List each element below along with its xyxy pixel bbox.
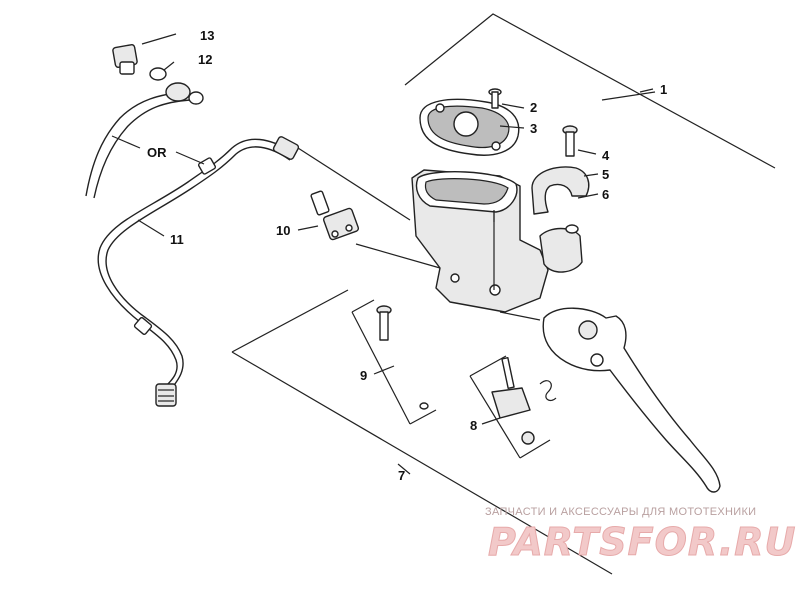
- master-cylinder-body: [411, 169, 549, 313]
- callout-11: 11: [170, 232, 184, 247]
- clamp-screw: [562, 125, 578, 157]
- clamp-perch: [539, 224, 583, 273]
- callout-10: 10: [276, 223, 290, 238]
- brake-lever: [542, 307, 721, 493]
- watermark-logo: PARTSFOR.RU: [487, 520, 797, 565]
- banjo-bolt: [112, 44, 138, 75]
- washer-lower: [188, 91, 204, 105]
- callout-5: 5: [602, 167, 609, 182]
- callout-4: 4: [602, 148, 610, 163]
- hose-crimp-lower: [133, 317, 153, 335]
- watermark-subtitle: ЗАПЧАСТИ И АКСЕССУАРЫ ДЛЯ МОТОТЕХНИКИ: [485, 506, 757, 518]
- callout-12: 12: [198, 52, 212, 67]
- hose-upper-fitting: [272, 136, 300, 160]
- pivot-bolt-bracket: [351, 299, 437, 425]
- reservoir-cover: [419, 98, 520, 156]
- alternate-hose: [85, 91, 191, 199]
- callout-7: 7: [398, 468, 405, 483]
- callout-6: 6: [602, 187, 609, 202]
- pivot-bolt: [376, 305, 429, 410]
- cover-screw: [488, 88, 502, 109]
- banjo-fitting: [165, 82, 191, 102]
- brake-hose: [97, 136, 300, 407]
- washer-upper: [149, 67, 167, 81]
- assembly-7-bracket: [231, 289, 613, 575]
- callout-8: 8: [470, 418, 477, 433]
- callout-3: 3: [530, 121, 537, 136]
- leader-lines: [111, 33, 654, 425]
- callout-9: 9: [360, 368, 367, 383]
- assembly-1-bracket: [404, 13, 776, 169]
- callout-13: 13: [200, 28, 214, 43]
- lever-adjuster-bracket: [469, 355, 551, 459]
- hose-lower-fitting: [155, 383, 177, 407]
- hose-crimp-upper: [197, 157, 217, 175]
- callout-or: OR: [147, 145, 167, 160]
- handlebar-clamp: [531, 166, 590, 215]
- callout-1: 1: [660, 82, 667, 97]
- lever-adjuster: [491, 357, 557, 445]
- callout-2: 2: [530, 100, 537, 115]
- brake-light-switch: [310, 190, 360, 241]
